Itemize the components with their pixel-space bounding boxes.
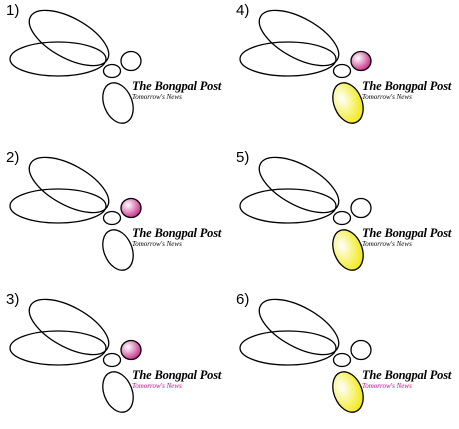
- variant-number: 3): [6, 291, 20, 308]
- logo-variant-1: 1) The Bongpal Post Tomorrow's News: [0, 0, 229, 140]
- variant-number: 2): [6, 149, 20, 166]
- variant-number: 6): [236, 291, 250, 308]
- brand-title: The Bongpal Post: [362, 368, 452, 382]
- brand-title: The Bongpal Post: [362, 226, 452, 240]
- bee-logo-icon: [239, 298, 372, 413]
- logo-variant-6: 6) The Bongpal Post Tomorrow's News: [230, 289, 459, 429]
- variant-number: 1): [6, 2, 20, 19]
- variant-number: 4): [236, 2, 250, 19]
- logo-variant-5: 5) The Bongpal Post Tomorrow's News: [230, 147, 459, 287]
- bee-logo-icon: [9, 156, 142, 271]
- brand-tagline: Tomorrow's News: [362, 240, 412, 248]
- bee-logo-icon: [9, 9, 142, 124]
- logo-variant-4: 4) The Bongpal Post Tomorrow's News: [230, 0, 459, 140]
- brand-title: The Bongpal Post: [132, 79, 222, 93]
- bee-logo-icon: [239, 9, 372, 124]
- brand-title: The Bongpal Post: [132, 226, 222, 240]
- logo-variant-2: 2) The Bongpal Post Tomorrow's News: [0, 147, 229, 287]
- bee-logo-icon: [9, 298, 142, 413]
- brand-tagline: Tomorrow's News: [362, 93, 412, 101]
- bee-logo-icon: [239, 156, 372, 271]
- brand-title: The Bongpal Post: [362, 79, 452, 93]
- brand-tagline: Tomorrow's News: [132, 382, 182, 390]
- brand-tagline: Tomorrow's News: [132, 240, 182, 248]
- brand-title: The Bongpal Post: [132, 368, 222, 382]
- variant-number: 5): [236, 149, 250, 166]
- logo-variant-3: 3) The Bongpal Post Tomorrow's News: [0, 289, 229, 429]
- brand-tagline: Tomorrow's News: [362, 382, 412, 390]
- brand-tagline: Tomorrow's News: [132, 93, 182, 101]
